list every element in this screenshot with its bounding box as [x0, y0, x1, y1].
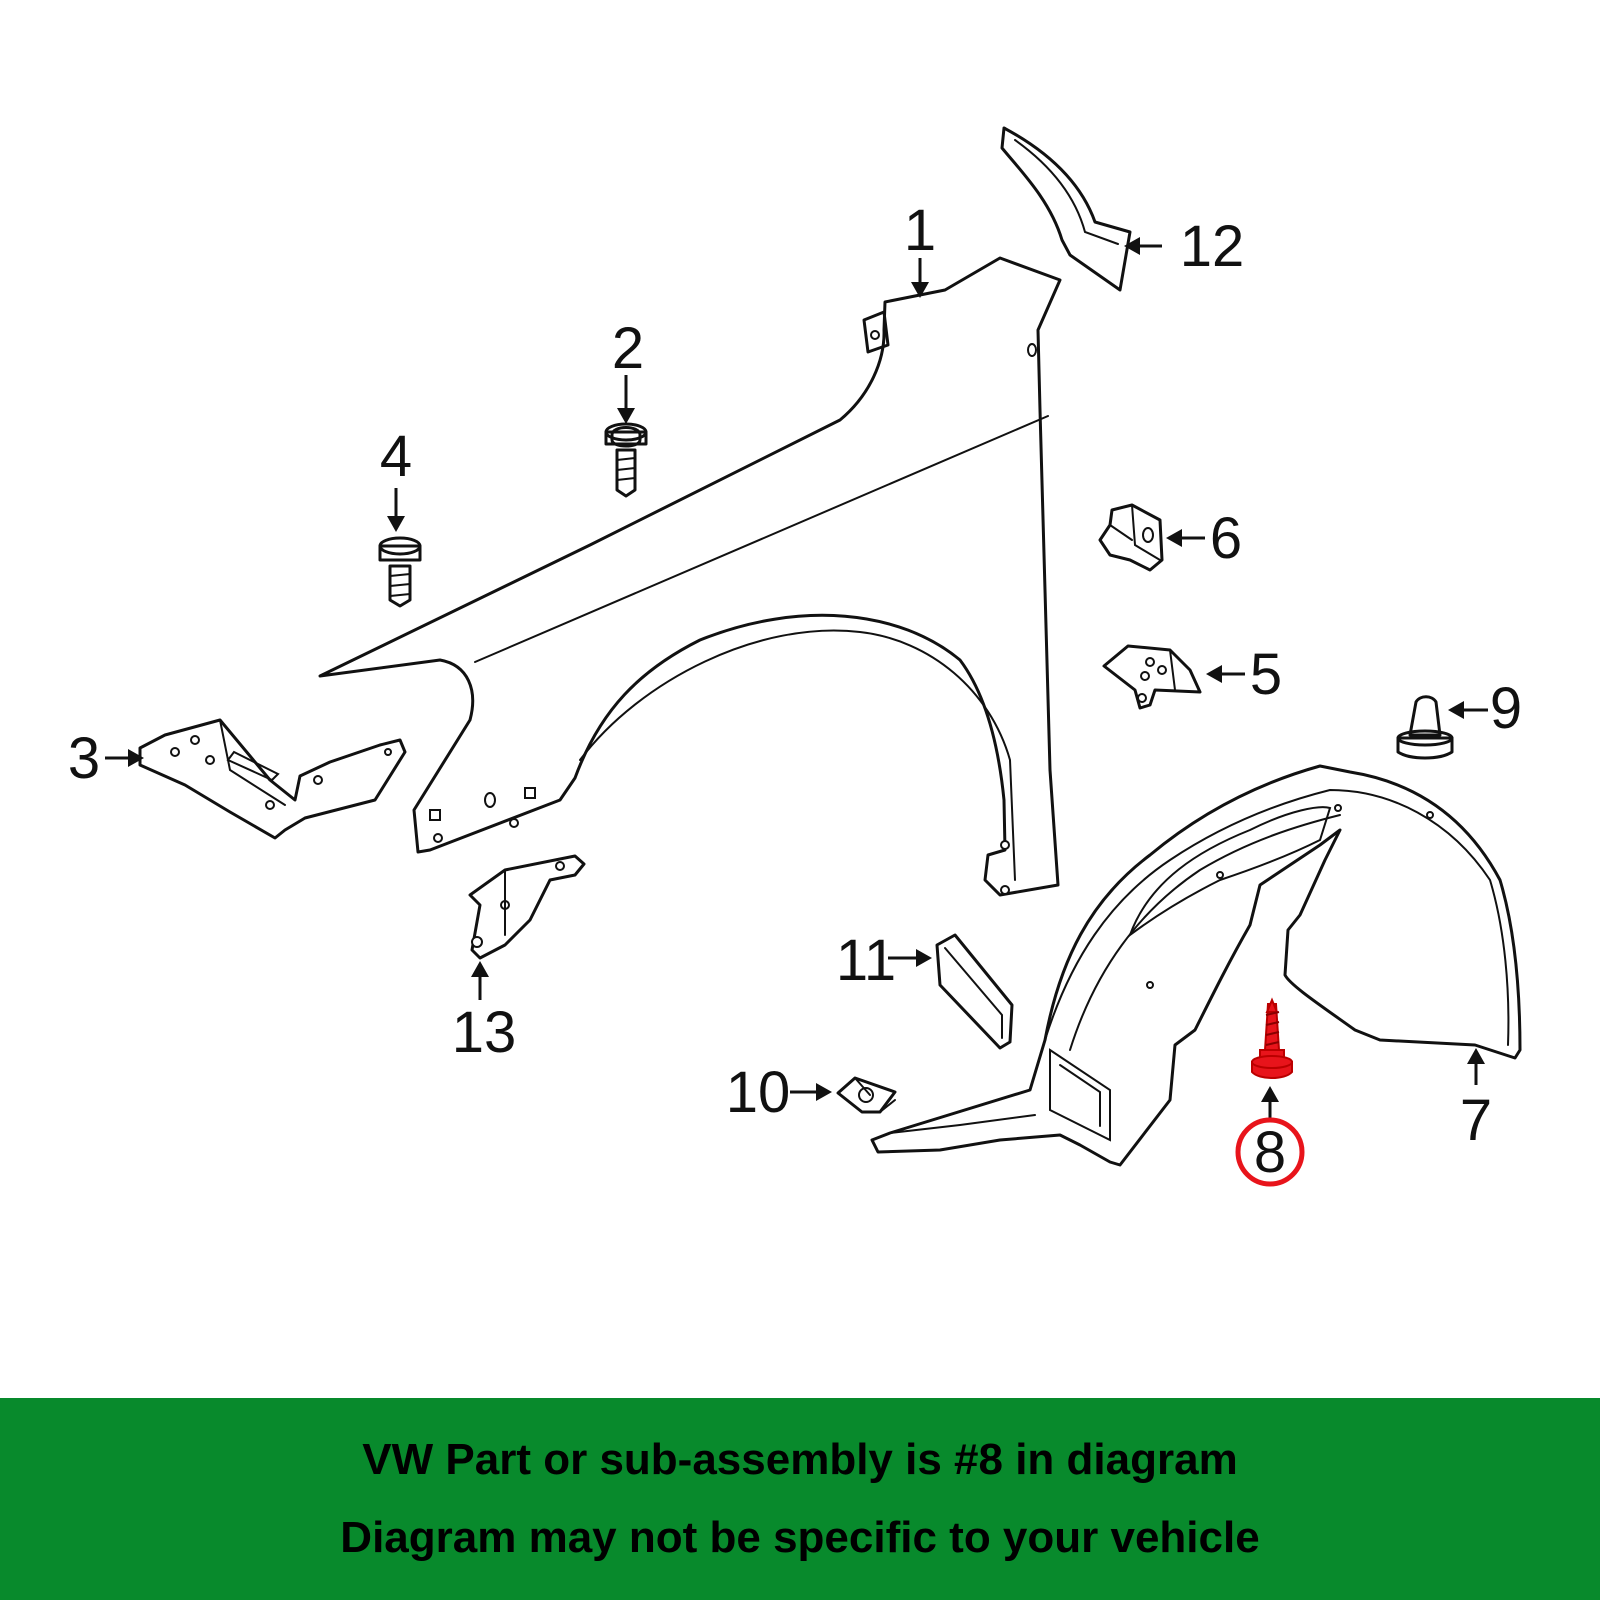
arrow-1: [911, 258, 929, 298]
arrow-7: [1467, 1048, 1485, 1085]
callout-12: 12: [1180, 214, 1245, 279]
callout-10: 10: [726, 1060, 791, 1125]
arrow-4: [387, 488, 405, 532]
arrow-8: [1261, 1086, 1279, 1122]
part-4-bolt: [378, 536, 422, 608]
info-banner: VW Part or sub-assembly is #8 in diagram…: [0, 1398, 1600, 1600]
arrow-12: [1124, 237, 1162, 255]
part-12-trim: [1000, 126, 1132, 292]
callout-13: 13: [452, 1000, 517, 1065]
callout-8: 8: [1254, 1120, 1286, 1185]
callout-5: 5: [1250, 642, 1282, 707]
parts-diagram: 1 2 3 4 5 6 7 8 9 10 11 12 13: [68, 126, 1522, 1187]
part-7-liner: [870, 764, 1522, 1167]
callout-4: 4: [380, 424, 412, 489]
arrow-9: [1448, 701, 1488, 719]
part-5-bracket: [1102, 644, 1202, 710]
callout-3: 3: [68, 726, 100, 791]
part-11-pad: [935, 933, 1014, 1050]
callout-6: 6: [1210, 506, 1242, 571]
part-3-bracket: [138, 718, 407, 840]
callout-11: 11: [836, 928, 896, 993]
part-6-bracket: [1098, 503, 1164, 572]
callout-9: 9: [1490, 676, 1522, 741]
part-1-fender: [318, 256, 1062, 897]
arrow-6: [1166, 529, 1205, 547]
arrow-10: [790, 1083, 832, 1101]
callout-7: 7: [1460, 1088, 1492, 1153]
callout-2: 2: [612, 316, 644, 381]
arrow-3: [105, 749, 144, 767]
arrow-5: [1206, 665, 1245, 683]
arrow-13: [471, 961, 489, 1000]
part-2-bolt: [604, 422, 648, 498]
arrow-2: [617, 375, 635, 424]
banner-line-part: VW Part or sub-assembly is #8 in diagram: [362, 1435, 1238, 1484]
part-8-screw: [1251, 997, 1293, 1079]
highlight-circle-8: [1235, 1117, 1305, 1187]
arrow-11: [888, 949, 932, 967]
banner-line-disclaimer: Diagram may not be specific to your vehi…: [340, 1513, 1260, 1562]
part-9-clip: [1396, 695, 1454, 760]
callout-1: 1: [904, 198, 936, 263]
part-10-nut: [836, 1076, 897, 1114]
part-13-bracket: [468, 854, 586, 960]
